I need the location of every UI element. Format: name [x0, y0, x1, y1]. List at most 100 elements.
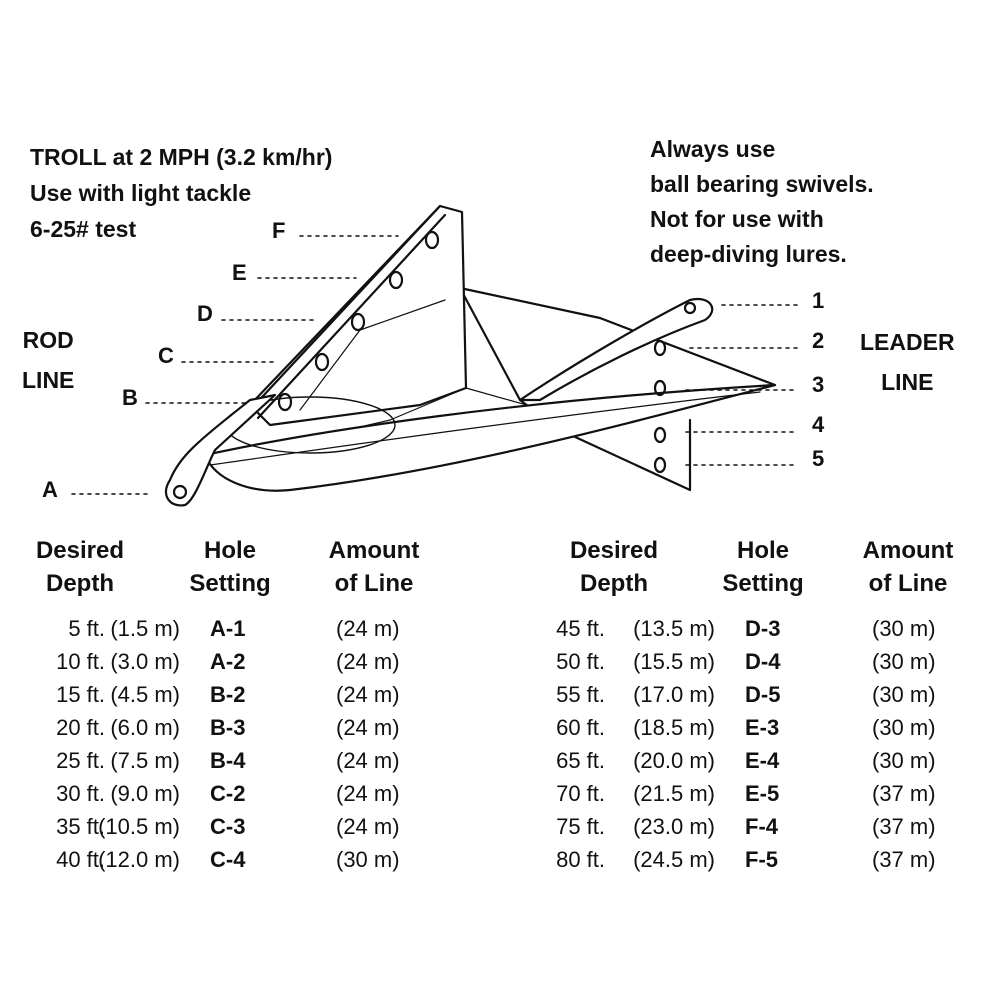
hole-label-2: 2 [812, 328, 825, 353]
cell-hole: F-5 [745, 847, 778, 872]
cell-line: (37 m) [872, 814, 936, 839]
cell-hole: B-3 [210, 715, 246, 740]
cell-hole: E-4 [745, 748, 780, 773]
cell-line: (24 m) [336, 781, 400, 806]
hole-f-icon [424, 230, 440, 250]
cell-hole: F-4 [745, 814, 778, 839]
header-text: of Line [334, 570, 414, 597]
hole-label-f: F [272, 218, 286, 243]
cell-line: (37 m) [872, 781, 936, 806]
planer-keel [203, 383, 777, 492]
rod-line-text: LINE [22, 367, 75, 393]
cell-ft: 40 ft. [56, 847, 105, 872]
planer-leader-arm [518, 297, 714, 402]
rod-line-label: ROD LINE [22, 320, 74, 400]
cell-ft: 80 ft. [556, 847, 605, 872]
note-line: deep-diving lures. [650, 241, 847, 267]
cell-m: (17.0 m) [633, 682, 715, 707]
leader-line-text: LINE [881, 369, 934, 395]
cell-line: (30 m) [872, 748, 936, 773]
header-text: Setting [189, 570, 271, 597]
cell-line: (30 m) [872, 616, 936, 641]
planer-wing-lower [558, 418, 692, 492]
cell-line: (24 m) [336, 682, 400, 707]
cell-hole: D-4 [745, 649, 781, 674]
cell-hole: E-5 [745, 781, 780, 806]
cell-ft: 50 ft. [556, 649, 605, 674]
header-text: Hole [203, 537, 257, 564]
cell-m: (15.5 m) [633, 649, 715, 674]
cell-ft: 5 ft. [68, 616, 105, 641]
cell-hole: B-2 [210, 682, 246, 707]
header-text: Amount [328, 537, 420, 564]
cell-ft: 20 ft. [56, 715, 105, 740]
cell-ft: 35 ft. [56, 814, 105, 839]
cell-line: (24 m) [336, 649, 400, 674]
cell-hole: E-3 [745, 715, 780, 740]
hole-label-a: A [42, 477, 58, 502]
cell-ft: 55 ft. [556, 682, 605, 707]
cell-m: (1.5 m) [110, 616, 180, 641]
cell-hole: C-4 [210, 847, 246, 872]
hole-label-c: C [158, 343, 174, 368]
cell-m: (4.5 m) [110, 682, 180, 707]
hole-label-1: 1 [812, 288, 825, 313]
cell-m: (23.0 m) [633, 814, 715, 839]
cell-ft: 10 ft. [56, 649, 105, 674]
cell-line: (30 m) [336, 847, 400, 872]
cell-m: (3.0 m) [110, 649, 180, 674]
header-text: Setting [722, 570, 804, 597]
hole-label-d: D [197, 301, 213, 326]
header-text: Desired [35, 537, 125, 564]
header-text: of Line [868, 570, 948, 597]
hole-d-icon [350, 312, 366, 332]
header-amount-of-line: Amount of Line [329, 534, 420, 600]
cell-hole: C-3 [210, 814, 246, 839]
leader-line-text: LEADER [860, 329, 955, 355]
note-line: TROLL at 2 MPH (3.2 km/hr) [30, 144, 333, 170]
hole-5-icon [653, 456, 667, 474]
planer-arm [164, 393, 277, 507]
cell-line: (24 m) [336, 814, 400, 839]
hole-1-icon [683, 301, 697, 315]
cell-hole: A-2 [210, 649, 246, 674]
cell-m: (18.5 m) [633, 715, 715, 740]
cell-ft: 30 ft. [56, 781, 105, 806]
note-line: Not for use with [650, 206, 824, 232]
cell-m: (6.0 m) [110, 715, 180, 740]
header-text: Amount [862, 537, 954, 564]
cell-ft: 70 ft. [556, 781, 605, 806]
hole-label-3: 3 [812, 372, 825, 397]
cell-m: (24.5 m) [633, 847, 715, 872]
cell-ft: 45 ft. [556, 616, 605, 641]
header-text: Depth [45, 570, 114, 597]
hole-label-5: 5 [812, 446, 825, 471]
cell-m: (21.5 m) [633, 781, 715, 806]
cell-line: (24 m) [336, 616, 400, 641]
cell-line: (37 m) [872, 847, 936, 872]
cell-ft: 60 ft. [556, 715, 605, 740]
hole-label-b: B [122, 385, 138, 410]
header-amount-of-line: Amount of Line [863, 534, 954, 600]
hole-label-e: E [232, 260, 247, 285]
note-line: Use with light tackle [30, 180, 252, 206]
cell-hole: D-5 [745, 682, 781, 707]
cell-m: (13.5 m) [633, 616, 715, 641]
header-text: Desired [569, 537, 659, 564]
cell-hole: A-1 [210, 616, 246, 641]
cell-m: (9.0 m) [110, 781, 180, 806]
cell-line: (30 m) [872, 682, 936, 707]
cell-m: (12.0 m) [98, 847, 180, 872]
leader-lines [71, 235, 799, 495]
rod-line-text: ROD [22, 327, 74, 353]
note-line: Always use [650, 136, 776, 162]
hole-c-icon [314, 352, 330, 372]
hole-3-icon [653, 379, 667, 397]
hole-b-icon [277, 392, 293, 412]
leader-line-label: LEADER LINE [860, 322, 955, 402]
